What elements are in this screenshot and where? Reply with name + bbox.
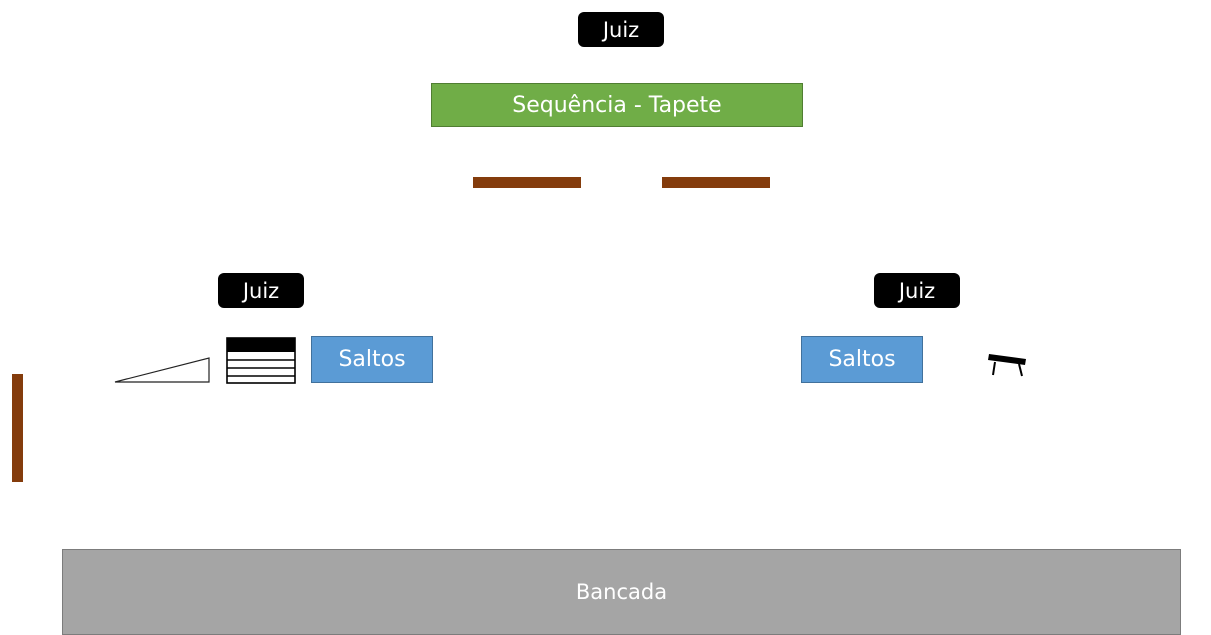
vaulting-box-icon [226, 337, 296, 384]
floor-sequence-label: Sequência - Tapete [512, 92, 722, 118]
judge-top: Juiz [578, 12, 664, 47]
judge-right-label: Juiz [898, 278, 936, 303]
judge-left: Juiz [218, 273, 304, 308]
jump-left-label: Saltos [338, 347, 406, 372]
beam-bar-left [473, 177, 581, 188]
judge-right: Juiz [874, 273, 960, 308]
jump-right-label: Saltos [828, 347, 896, 372]
jump-box-left: Saltos [311, 336, 433, 383]
beam-bar-right [662, 177, 770, 188]
floor-sequence-mat: Sequência - Tapete [431, 83, 803, 127]
vertical-beam-bar [12, 374, 23, 482]
stand-area: Bancada [62, 549, 1181, 635]
stand-label: Bancada [575, 580, 668, 604]
jump-box-right: Saltos [801, 336, 923, 383]
ramp-icon [114, 357, 210, 383]
judge-top-label: Juiz [602, 17, 640, 42]
judge-left-label: Juiz [242, 278, 280, 303]
balance-bench-icon [988, 354, 1026, 377]
